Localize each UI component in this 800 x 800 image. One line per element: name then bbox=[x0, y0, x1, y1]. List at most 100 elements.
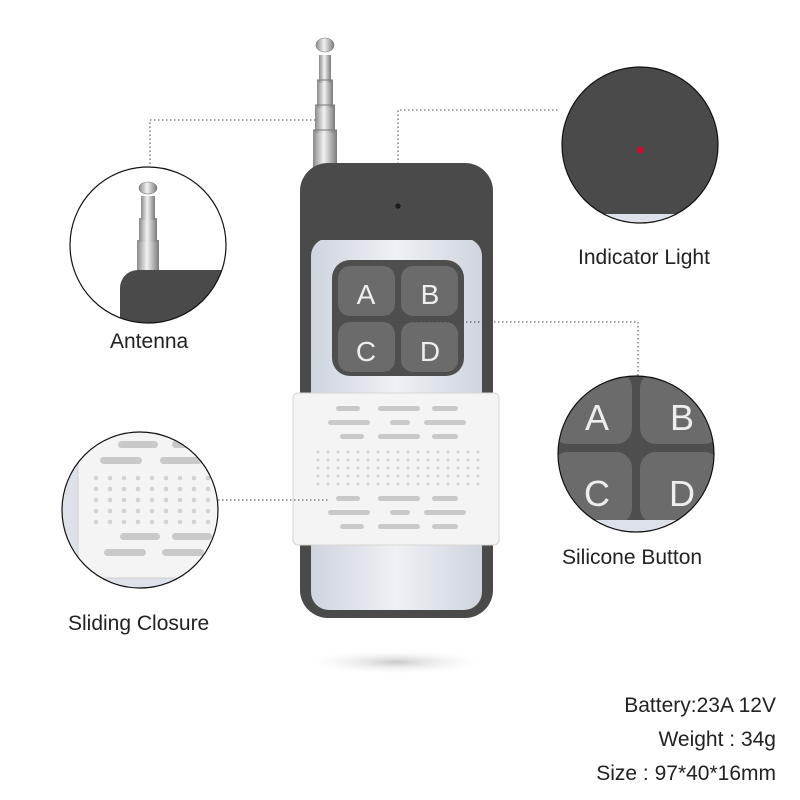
grip-dot bbox=[356, 466, 360, 470]
grip-dot bbox=[406, 474, 410, 478]
grip-dot bbox=[366, 474, 370, 478]
grip-dot bbox=[426, 466, 430, 470]
grip-dot bbox=[366, 466, 370, 470]
grip-dot bbox=[416, 482, 420, 486]
zoom-button-c-label: C bbox=[584, 473, 610, 514]
grip-dot bbox=[416, 450, 420, 454]
grip-dot bbox=[93, 497, 99, 503]
grip-dot bbox=[135, 497, 141, 503]
grip-dot bbox=[456, 474, 460, 478]
grip-dot bbox=[446, 450, 450, 454]
grip-dot bbox=[396, 474, 400, 478]
grip-dot bbox=[436, 450, 440, 454]
grip-dot bbox=[336, 466, 340, 470]
grip-dot bbox=[205, 519, 211, 525]
grip-dot bbox=[177, 486, 183, 492]
grip-dot bbox=[191, 486, 197, 492]
indicator-light-label: Indicator Light bbox=[578, 246, 710, 269]
grip-dot bbox=[107, 508, 113, 514]
grip-dot bbox=[135, 475, 141, 481]
grip-dot bbox=[346, 450, 350, 454]
grip-dot bbox=[205, 508, 211, 514]
sliding-closure-label: Sliding Closure bbox=[68, 612, 210, 635]
grip-dot bbox=[177, 475, 183, 481]
grip-dot bbox=[326, 450, 330, 454]
button-a bbox=[338, 266, 395, 316]
grip-dot bbox=[466, 474, 470, 478]
button-d-label: D bbox=[420, 336, 440, 367]
grip-dot bbox=[446, 466, 450, 470]
grip-dot bbox=[336, 450, 340, 454]
grip-dot bbox=[376, 466, 380, 470]
grip-dot bbox=[346, 458, 350, 462]
grip-dot bbox=[386, 458, 390, 462]
grip-dot bbox=[406, 458, 410, 462]
grip-dot bbox=[386, 482, 390, 486]
grip-dot bbox=[177, 508, 183, 514]
button-b bbox=[401, 266, 458, 316]
grip-dot bbox=[177, 497, 183, 503]
grip-dot bbox=[163, 497, 169, 503]
grip-dot bbox=[406, 482, 410, 486]
antenna-label: Antenna bbox=[110, 330, 189, 353]
grip-dot bbox=[107, 519, 113, 525]
grip-dot bbox=[135, 519, 141, 525]
grip-dot bbox=[346, 474, 350, 478]
grip-dot bbox=[163, 486, 169, 492]
indicator-light-callout bbox=[561, 66, 719, 224]
button-a-label: A bbox=[357, 279, 376, 310]
button-b-label: B bbox=[421, 279, 440, 310]
grip-dot bbox=[163, 508, 169, 514]
weight-spec: Weight : 34g bbox=[658, 728, 776, 751]
silicone-button-callout: A B C D bbox=[557, 375, 715, 533]
grip-dot bbox=[205, 486, 211, 492]
grip-dot bbox=[376, 450, 380, 454]
grip-dot bbox=[426, 458, 430, 462]
grip-dot bbox=[316, 458, 320, 462]
grip-dot bbox=[396, 466, 400, 470]
grip-dot bbox=[336, 474, 340, 478]
grip-dot bbox=[336, 458, 340, 462]
grip-dot bbox=[476, 482, 480, 486]
button-d bbox=[401, 322, 458, 372]
grip-dot bbox=[476, 458, 480, 462]
grip-dot bbox=[326, 482, 330, 486]
grip-dot bbox=[436, 458, 440, 462]
grip-dot bbox=[121, 519, 127, 525]
grip-dot bbox=[396, 450, 400, 454]
grip-dot bbox=[107, 486, 113, 492]
grip-dot bbox=[191, 475, 197, 481]
grip-dot bbox=[316, 466, 320, 470]
grip-dot bbox=[356, 482, 360, 486]
grip-dot bbox=[191, 497, 197, 503]
remote-body bbox=[300, 163, 493, 618]
grip-dot bbox=[436, 482, 440, 486]
grip-dot bbox=[356, 458, 360, 462]
grip-dot bbox=[466, 466, 470, 470]
grip-dot bbox=[346, 482, 350, 486]
grip-dot bbox=[416, 474, 420, 478]
grip-dot bbox=[456, 482, 460, 486]
sliding-closure bbox=[292, 392, 500, 546]
grip-dot bbox=[456, 458, 460, 462]
grip-dot bbox=[121, 508, 127, 514]
grip-dot bbox=[466, 482, 470, 486]
grip-dot bbox=[149, 497, 155, 503]
grip-dot bbox=[107, 475, 113, 481]
antenna-callout bbox=[69, 166, 227, 324]
grip-dot bbox=[121, 475, 127, 481]
grip-dot bbox=[149, 519, 155, 525]
zoom-button-d-label: D bbox=[669, 473, 695, 514]
grip-dot bbox=[316, 450, 320, 454]
grip-dot bbox=[121, 497, 127, 503]
grip-dot bbox=[416, 458, 420, 462]
grip-dot bbox=[456, 466, 460, 470]
grip-dot bbox=[436, 474, 440, 478]
indicator-light bbox=[395, 203, 401, 209]
button-cluster: A B C D bbox=[332, 260, 464, 376]
battery-spec: Battery:23A 12V bbox=[624, 694, 776, 717]
grip-dot bbox=[356, 450, 360, 454]
grip-dot bbox=[366, 482, 370, 486]
remote-shadow bbox=[301, 649, 491, 675]
grip-dot bbox=[336, 482, 340, 486]
